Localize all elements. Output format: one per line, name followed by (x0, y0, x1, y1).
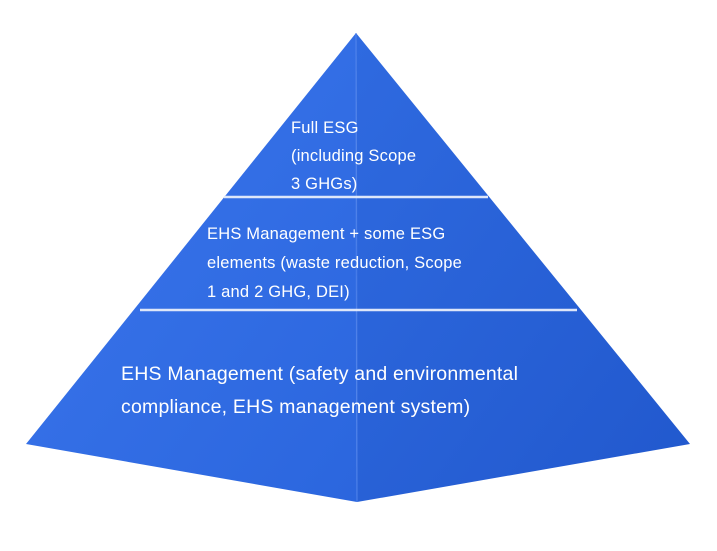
tier-bottom-line-2: compliance, EHS management system) (121, 396, 471, 418)
tier-top-label: Full ESG (including Scope 3 GHGs) (291, 114, 416, 198)
tier-top-line-3: 3 GHGs) (291, 175, 358, 193)
pyramid-left-face (26, 33, 357, 502)
tier-middle-line-3: 1 and 2 GHG, DEI) (207, 283, 350, 301)
tier-top-line-1: Full ESG (291, 119, 359, 137)
tier-middle-line-2: elements (waste reduction, Scope (207, 254, 462, 272)
tier-middle-line-1: EHS Management + some ESG (207, 225, 446, 243)
pyramid-right-face (356, 33, 690, 502)
tier-middle-label: EHS Management + some ESG elements (wast… (207, 220, 462, 307)
tier-bottom-line-1: EHS Management (safety and environmental (121, 363, 519, 385)
tier-bottom-label: EHS Management (safety and environmental… (121, 358, 518, 424)
tier-top-line-2: (including Scope (291, 147, 417, 165)
pyramid-ridge (355, 32, 358, 503)
